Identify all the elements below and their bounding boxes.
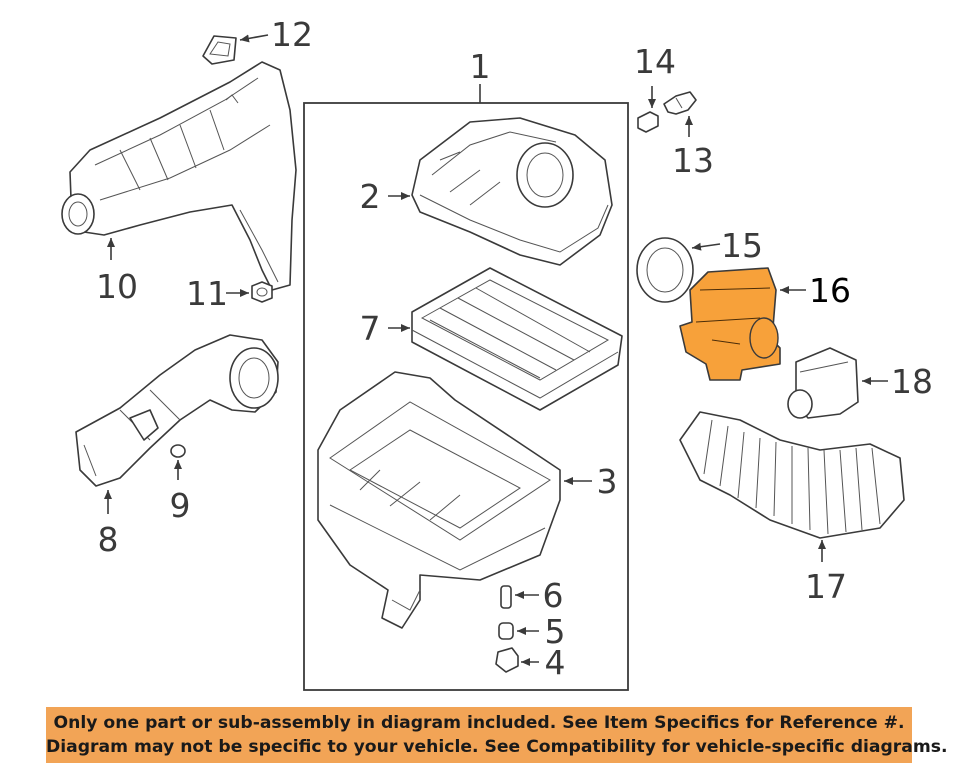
callout-10: 10 [96,267,138,306]
part-4-grommet [495,647,519,673]
part-10-intake-resonator [61,61,297,291]
air-cleaner-assembly-frame [303,102,629,691]
callout-15: 15 [721,226,763,265]
part-9-seal [170,444,186,458]
part-15-ring-seal [636,237,694,303]
callout-9: 9 [170,486,191,525]
part-2-cleaner-cover [411,117,613,266]
callout-18: 18 [891,362,933,401]
callout-11: 11 [186,274,228,313]
disclaimer-banner: Only one part or sub-assembly in diagram… [46,707,948,763]
part-16-airflow-meter [679,267,781,381]
part-12-grommet [202,35,237,65]
part-14-bolt [637,111,659,133]
part-17-corrugated-hose [679,411,905,539]
part-11-clip [251,281,273,303]
callout-13: 13 [672,141,714,180]
disclaimer-line-1: Only one part or sub-assembly in diagram… [53,713,905,733]
callout-5: 5 [545,612,566,651]
part-18-boot [787,347,859,419]
callout-14: 14 [634,42,676,81]
part-3-lower-housing [317,371,561,629]
callout-8: 8 [98,520,119,559]
part-7-air-filter [411,267,623,411]
part-5-spacer [498,622,514,640]
part-13-clip [663,91,697,115]
callout-2: 2 [360,177,381,216]
callout-6: 6 [543,576,564,615]
callout-12: 12 [271,15,313,54]
callout-4: 4 [545,643,566,682]
callout-7: 7 [360,309,381,348]
part-8-intake-hose [75,334,279,487]
callout-1: 1 [470,47,491,86]
callout-3: 3 [597,462,618,501]
part-6-pin [500,585,512,609]
parts-diagram: 1 2 3 4 5 6 7 8 9 10 11 12 13 14 15 16 1… [61,15,933,691]
disclaimer-line-2: Diagram may not be specific to your vehi… [46,737,948,757]
callout-16: 16 [809,271,851,310]
callout-17: 17 [805,567,847,606]
